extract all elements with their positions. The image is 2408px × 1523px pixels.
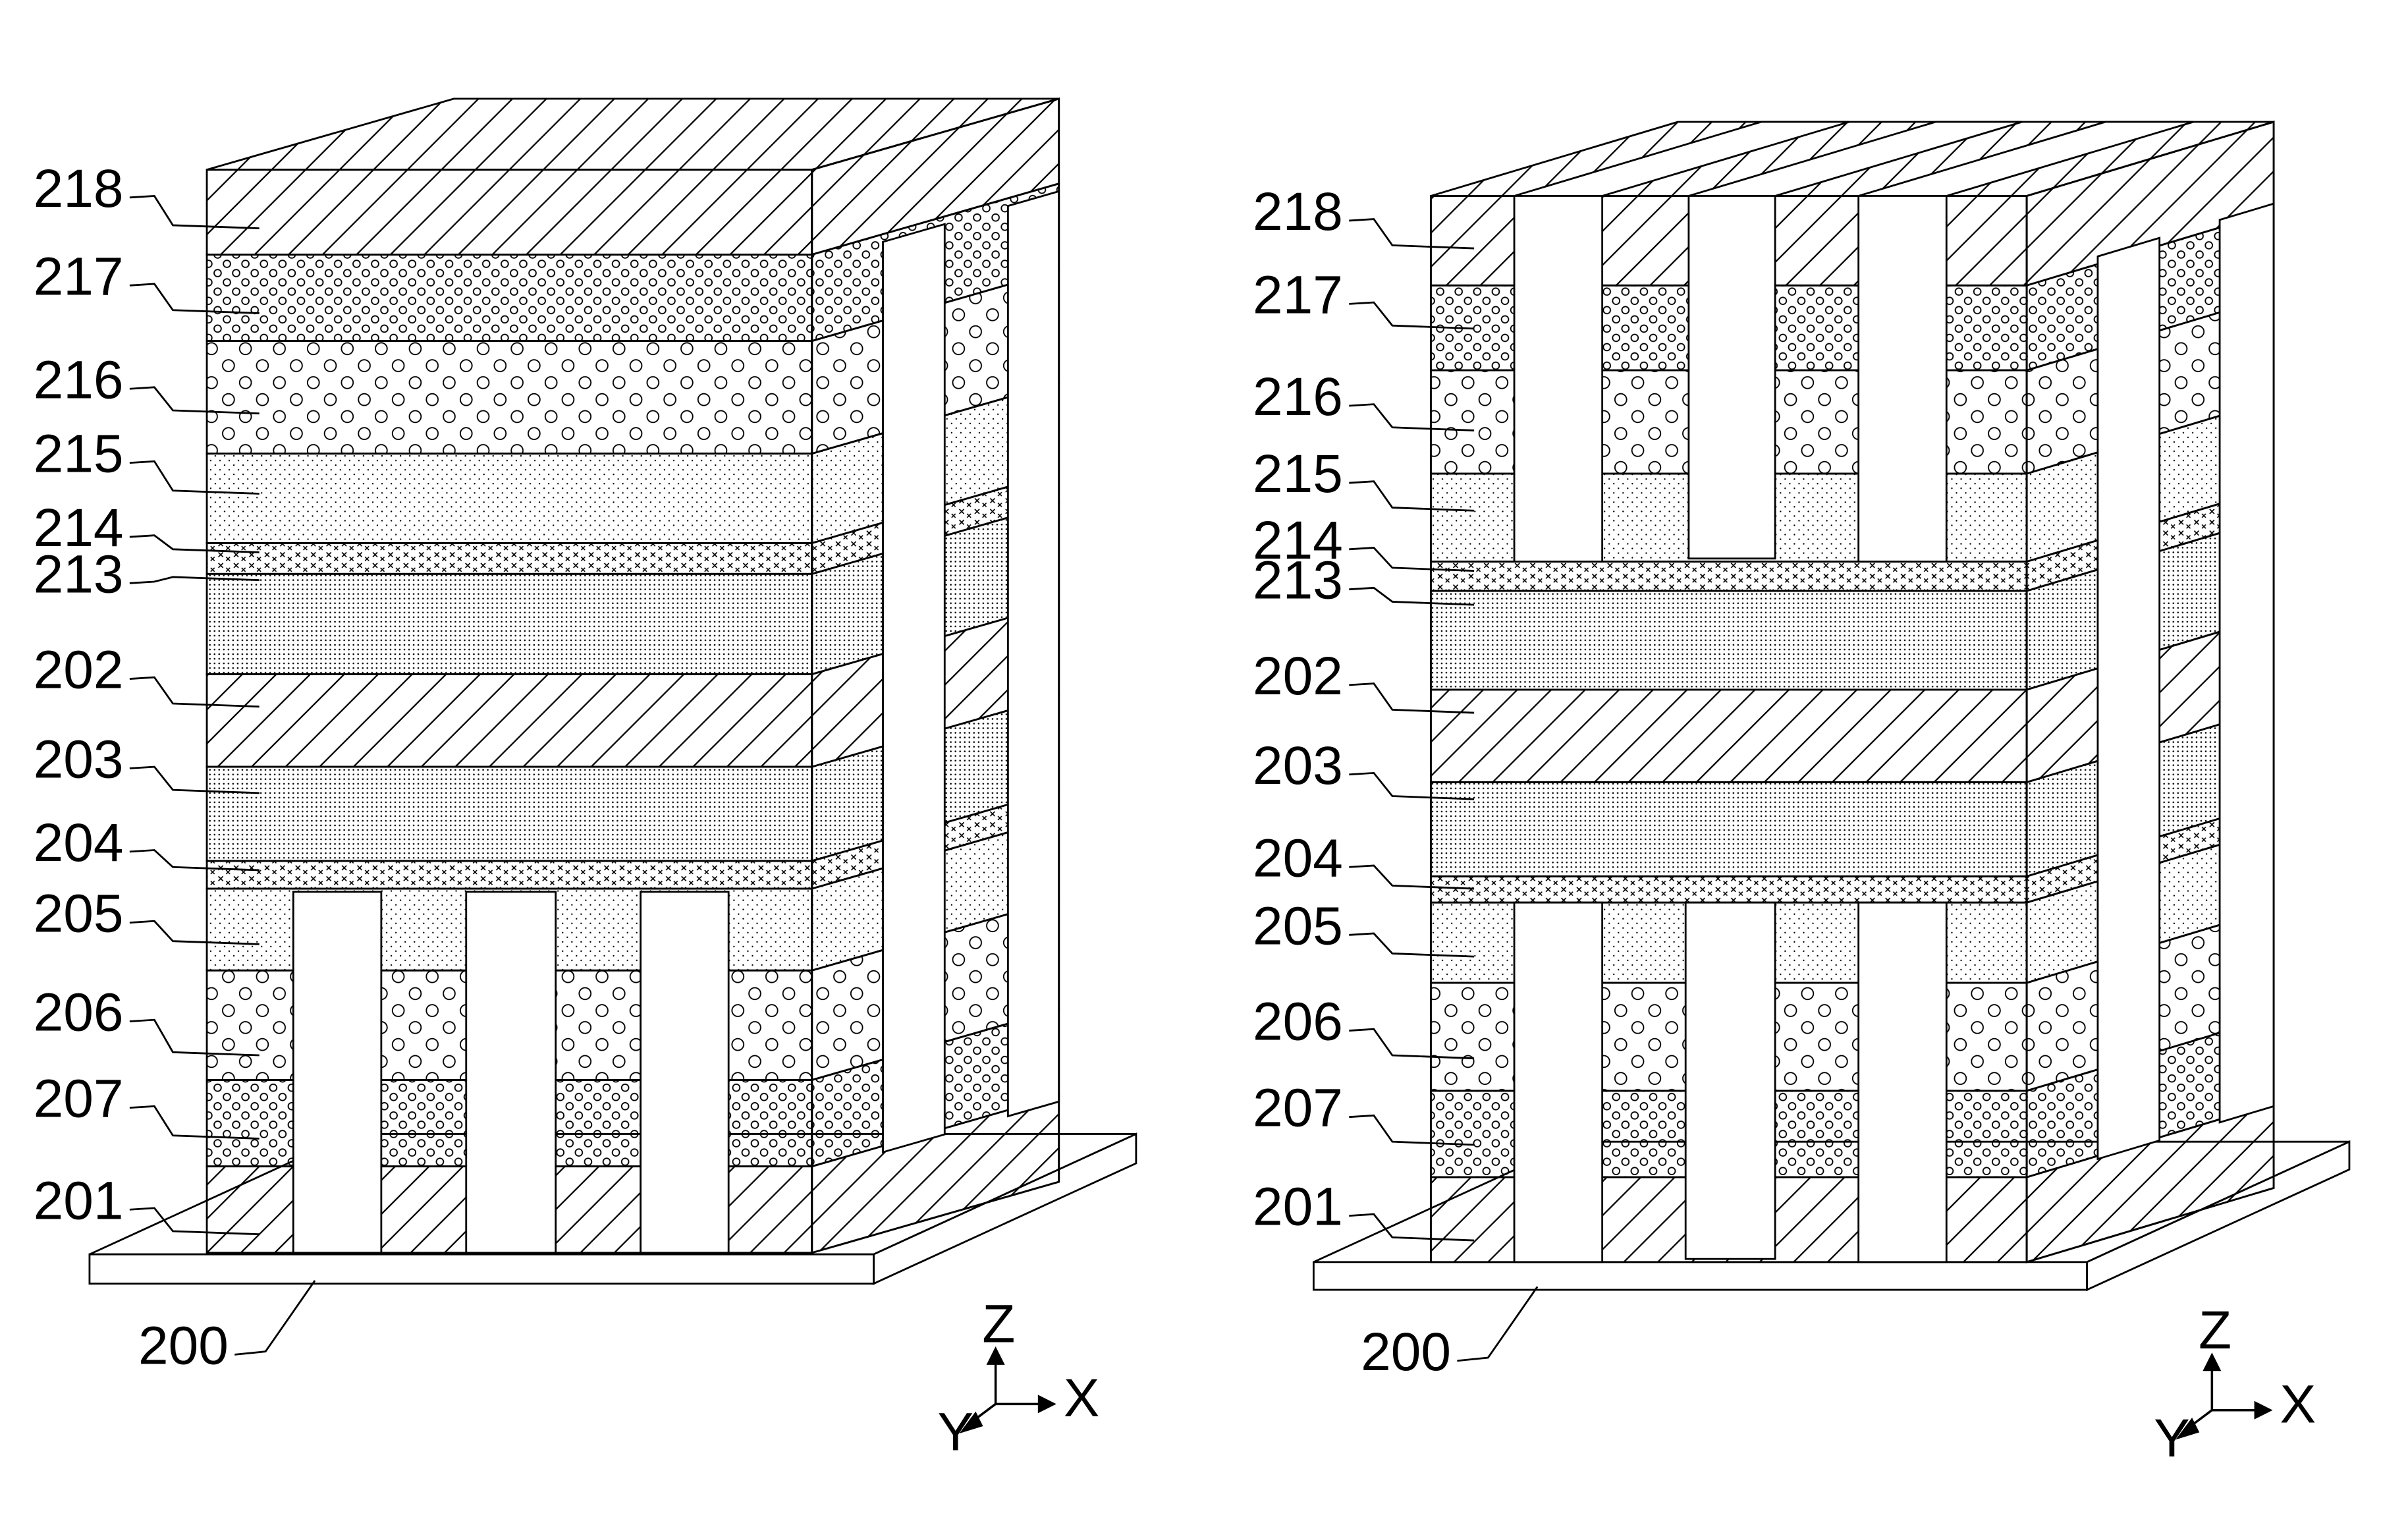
label-202: 202 [1253,646,1343,706]
label-204: 204 [34,813,124,873]
label-202: 202 [34,640,124,700]
front-layer-217 [207,254,812,341]
axis-label-x: X [1064,1368,1100,1428]
channel-slot [1859,902,1947,1262]
label-200: 200 [138,1315,229,1375]
axis-label-z: Z [982,1294,1015,1354]
front-layer-213 [207,574,812,674]
leader-line [1457,1287,1537,1360]
front-layer-203 [1431,782,2027,876]
front-layer-218 [207,170,812,255]
front-layer-213 [1431,591,2027,690]
front-layer-204 [1431,876,2027,902]
label-201: 201 [34,1171,124,1231]
channel-slot [293,892,381,1253]
label-206: 206 [1253,992,1343,1052]
front-layer-204 [207,861,812,889]
front-layer-202 [207,675,812,767]
channel-slot [641,892,729,1253]
label-216: 216 [34,350,124,410]
label-203: 203 [34,729,124,789]
axis-triad: ZX Y [2154,1300,2316,1468]
figure-right: 2182172162152142132022032042052062072012… [1253,122,2349,1468]
substrate-200 [90,1254,874,1284]
label-216: 216 [1253,367,1343,427]
label-204: 204 [1253,828,1343,888]
label-218: 218 [1253,182,1343,242]
label-200: 200 [1361,1322,1451,1382]
x-arrowhead [1039,1397,1054,1412]
label-203: 203 [1253,736,1343,796]
label-213: 213 [1253,551,1343,611]
channel-slot [1689,196,1775,558]
channel-slot [1859,196,1947,561]
axis-triad: ZX Y [937,1294,1099,1462]
side-slot [883,224,945,1152]
channel-slot [1514,196,1602,561]
label-205: 205 [1253,896,1343,956]
label-218: 218 [34,159,124,219]
label-215: 215 [34,424,124,484]
label-207: 207 [34,1069,124,1129]
side-slot [2220,204,2274,1122]
axis-label-y: Y [2154,1408,2190,1468]
label-201: 201 [1253,1177,1343,1237]
leader-line [234,1281,315,1354]
front-layer-203 [207,767,812,861]
label-215: 215 [1253,444,1343,504]
front-layer-214 [207,543,812,574]
axis-label-y: Y [937,1402,973,1462]
axis-label-x: X [2280,1374,2316,1434]
side-slot [1008,191,1058,1116]
label-217: 217 [1253,265,1343,325]
front-layer-216 [207,341,812,454]
axis-label-z: Z [2199,1300,2231,1360]
channel-slot [1514,902,1602,1262]
label-205: 205 [34,884,124,944]
side-slot [2098,238,2160,1159]
label-213: 213 [34,544,124,604]
label-217: 217 [34,246,124,306]
figure-left: 2182172162152142132022032042052062072012… [34,99,1136,1462]
front-layer-215 [207,454,812,543]
channel-slot [466,892,556,1253]
front-layer-214 [1431,562,2027,592]
label-207: 207 [1253,1078,1343,1138]
label-206: 206 [34,983,124,1043]
x-arrowhead [2255,1402,2270,1418]
substrate-200 [1313,1262,2087,1290]
front-layer-202 [1431,690,2027,783]
channel-slot [1685,902,1775,1259]
